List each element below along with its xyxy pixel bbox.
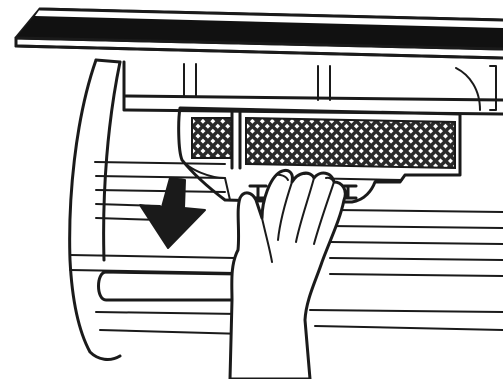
hand-icon bbox=[230, 170, 345, 379]
down-arrow-icon bbox=[140, 178, 205, 248]
internal-frame bbox=[124, 62, 503, 114]
front-panel bbox=[16, 9, 503, 58]
